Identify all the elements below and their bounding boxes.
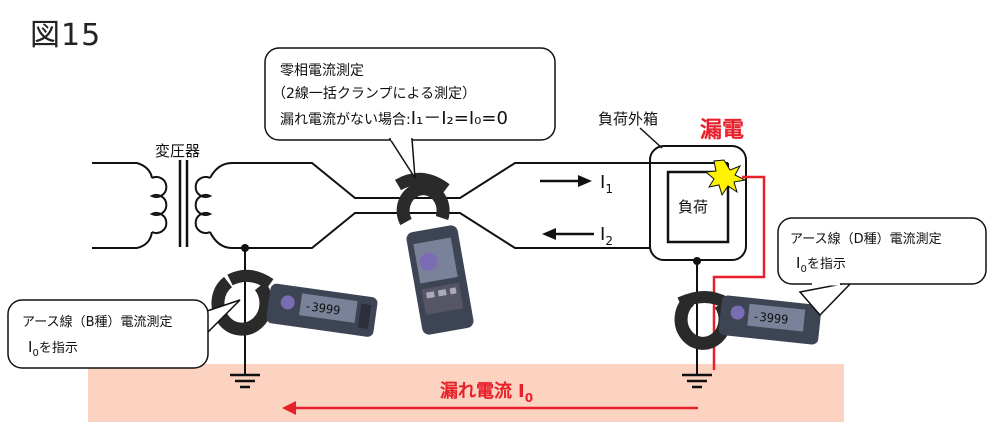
zero-phase-callout: 零相電流測定 （2線一括クランプによる測定） 漏れ電流がない場合:I₁－I₂=I… <box>264 47 556 179</box>
transformer-label: 変圧器 <box>155 142 200 160</box>
i2-label: I2 <box>600 224 613 248</box>
enclosure-label: 負荷外箱 <box>598 110 658 128</box>
clamp-meter-d: -3999 <box>674 291 822 350</box>
svg-text:零相電流測定: 零相電流測定 <box>280 63 364 79</box>
svg-text:-3999: -3999 <box>303 299 341 318</box>
i2-arrow <box>542 228 594 240</box>
i1-label: I1 <box>600 172 613 196</box>
svg-text:漏れ電流がない場合:I₁－I₂=I₀=0: 漏れ電流がない場合:I₁－I₂=I₀=0 <box>280 108 508 129</box>
earth-d-callout: アース線（D種）電流測定 I0を指示 <box>777 217 987 317</box>
d-ground-symbol <box>682 373 712 389</box>
svg-text:I0を指示: I0を指示 <box>28 338 78 359</box>
load-label: 負荷 <box>678 198 708 216</box>
svg-text:アース線（D種）電流測定: アース線（D種）電流測定 <box>790 231 942 247</box>
svg-text:アース線（B種）電流測定: アース線（B種）電流測定 <box>22 314 173 330</box>
spark-icon <box>704 159 747 197</box>
leakage-title: 漏電 <box>700 117 744 143</box>
leakage-path <box>712 175 766 370</box>
clamp-meter-center <box>394 173 474 335</box>
figure-title: 図15 <box>30 18 102 53</box>
svg-text:-3999: -3999 <box>752 309 789 327</box>
load-box <box>666 170 730 244</box>
transformer <box>92 160 213 249</box>
earth-b-callout: アース線（B種）電流測定 I0を指示 <box>7 299 241 369</box>
ground-band <box>88 364 844 422</box>
svg-text:I0を指示: I0を指示 <box>796 254 846 275</box>
clamp-meter-b: -3999 <box>211 269 378 337</box>
leakage-current-arrow <box>282 401 698 415</box>
i1-arrow <box>540 175 592 187</box>
svg-text:（2線一括クランプによる測定）: （2線一括クランプによる測定） <box>272 86 476 102</box>
